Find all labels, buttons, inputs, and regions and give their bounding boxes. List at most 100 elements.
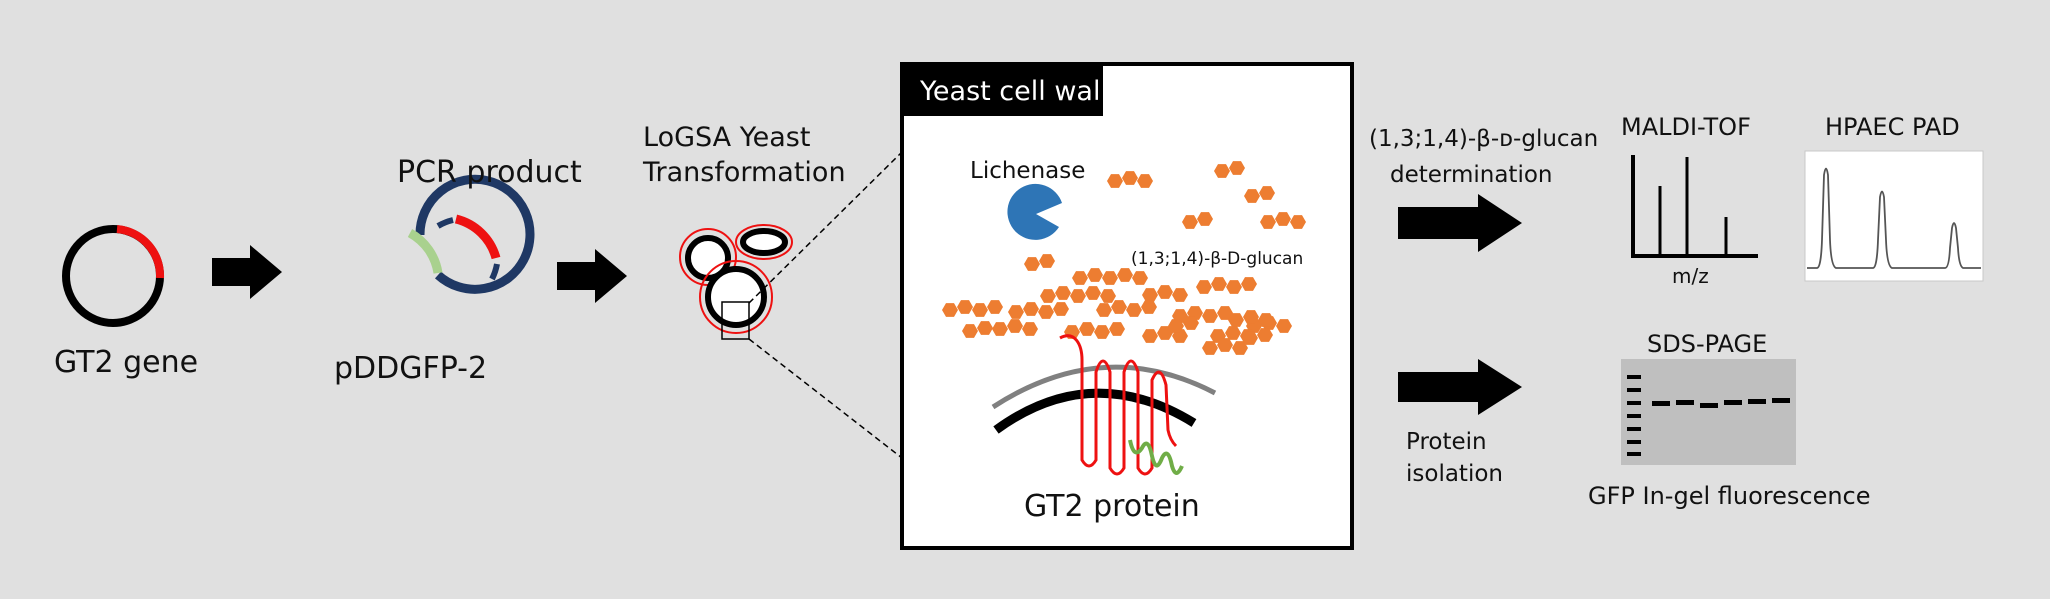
glucan-unit-icon [1228,313,1244,327]
maldi-spectrum-icon [1631,155,1758,258]
glucan-unit-icon [977,321,993,335]
glucan-unit-icon [1157,285,1173,299]
mz-axis-label: m/z [1672,264,1709,288]
glucan-det-label-line2: determination [1390,162,1553,188]
protein-iso-label-line1: Protein [1406,429,1487,455]
glucan-unit-icon [1172,288,1188,302]
protein-iso-label-line2: isolation [1406,461,1503,487]
glucan-unit-icon [1197,212,1213,226]
glucan-unit-icon [1141,300,1157,314]
sds-gel-icon [1621,359,1796,465]
glucan-unit-icon [1022,322,1038,336]
pcr-product-label: PCR product [397,155,582,190]
glucan-unit-icon [1259,186,1275,200]
glucan-unit-icon [1024,257,1040,271]
glucan-unit-icon [1196,280,1212,294]
plasma-membrane [993,388,1197,434]
glucan-unit-icon [962,324,978,338]
glucan-unit-icon [972,303,988,317]
pddgfp-plasmid-icon [407,174,535,294]
glucan-unit-icon [1100,289,1116,303]
glucan-det-label-line1: (1,3;1,4)-β-ᴅ-glucan [1369,126,1598,152]
glucan-unit-icon [1258,313,1274,327]
glucan-chains [942,161,1306,355]
glucan-unit-icon [1211,277,1227,291]
glucan-unit-icon [1241,277,1257,291]
glucan-unit-icon [942,303,958,317]
logsa-label-line1: LoGSA Yeast [643,122,810,153]
arrow-right-icon [557,249,627,303]
glucan-unit-icon [1168,319,1184,333]
glucan-unit-icon [1290,215,1306,229]
glucan-unit-icon [1229,161,1245,175]
pddgfp-label: pDDGFP-2 [334,351,487,386]
glucan-unit-icon [1096,303,1112,317]
glucan-unit-icon [1023,302,1039,316]
glucan-unit-icon [1008,305,1024,319]
glucan-unit-icon [1126,303,1142,317]
arrow-right-icon [212,245,282,299]
glucan-unit-icon [1244,189,1260,203]
cell-wall-title: Yeast cell wall [919,76,1108,107]
glucan-unit-icon [1182,215,1198,229]
cell-wall-panel [900,62,1354,550]
glucan-unit-icon [1276,319,1292,333]
hpaec-chromatogram-icon [1804,150,1984,282]
gfp-fluorescence-label: GFP In-gel fluorescence [1588,482,1871,510]
glucan-unit-icon [1107,174,1123,188]
lichenase-icon [1007,183,1062,240]
maldi-tof-label: MALDI-TOF [1621,113,1751,141]
glucan-unit-icon [1053,302,1069,316]
glucan-unit-icon [1202,341,1218,355]
gt2-protein-icon [1059,334,1178,476]
glucan-unit-icon [1070,289,1086,303]
glucan-unit-icon [1122,171,1138,185]
glucan-unit-icon [1202,309,1218,323]
glucan-unit-icon [1094,325,1110,339]
glucan-unit-icon [1087,268,1103,282]
glucan-unit-icon [1007,319,1023,333]
glucan-unit-icon [1109,322,1125,336]
gt2-protein-label: GT2 protein [1024,489,1200,524]
glucan-unit-icon [1111,300,1127,314]
glucan-unit-icon [1072,271,1088,285]
pcr-product-icon [436,214,501,281]
glucan-unit-icon [1038,305,1054,319]
glucan-unit-icon [1102,271,1118,285]
yeast-cells-icon [679,224,793,340]
lichenase-label: Lichenase [970,158,1085,184]
gt2-gene-plasmid-icon [62,225,165,327]
cell-wall-header [902,64,1103,116]
glucan-unit-icon [1142,288,1158,302]
glucan-unit-icon [1217,338,1233,352]
sds-page-label: SDS-PAGE [1647,330,1767,358]
gt2-gene-label: GT2 gene [54,345,198,380]
glucan-unit-icon [1232,341,1248,355]
glucan-unit-icon [1079,322,1095,336]
glucan-unit-icon [1275,212,1291,226]
glucan-unit-icon [1183,316,1199,330]
glucan-unit-icon [1214,164,1230,178]
glucan-unit-icon [1055,286,1071,300]
glucan-unit-icon [1242,331,1258,345]
glucan-unit-icon [957,300,973,314]
glucan-unit-icon [1085,286,1101,300]
glucan-unit-icon [1257,328,1273,342]
glucan-unit-icon [1217,306,1233,320]
hpaec-pad-label: HPAEC PAD [1825,113,1960,141]
glucan-unit-icon [1225,326,1241,340]
outer-membrane [991,364,1217,410]
glucan-unit-icon [992,322,1008,336]
logsa-label-line2: Transformation [642,157,846,188]
glucan-unit-icon [1260,215,1276,229]
glucan-unit-icon [1157,326,1173,340]
glucan-unit-icon [1132,271,1148,285]
zoom-line-top [748,151,903,304]
glucan-unit-icon [1039,254,1055,268]
glucan-unit-icon [1243,310,1259,324]
glucan-unit-icon [987,300,1003,314]
gfp-tag-icon [1128,439,1184,475]
glucan-unit-icon [1137,174,1153,188]
glucan-unit-icon [1226,280,1242,294]
